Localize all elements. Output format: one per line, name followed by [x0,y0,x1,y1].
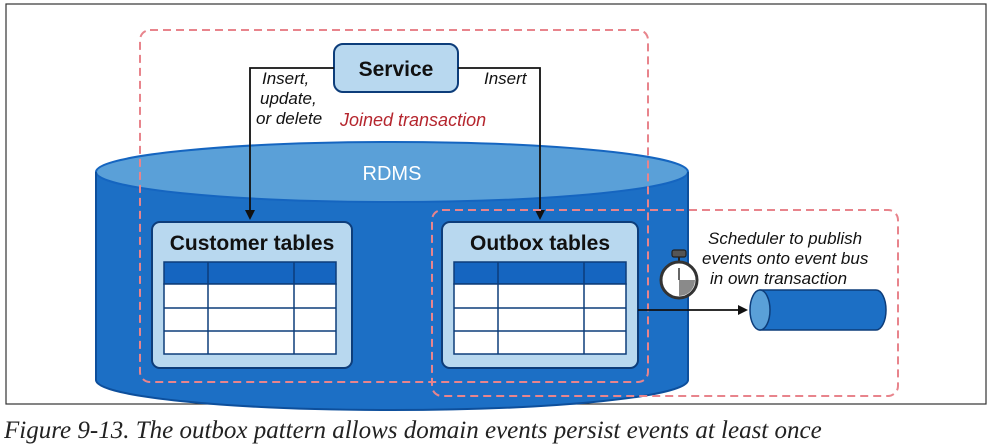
figure-caption: Figure 9-13. The outbox pattern allows d… [4,417,822,444]
arrow-service-to-customer-tables [245,67,334,220]
joined-transaction-label: Joined transaction [339,110,486,130]
insert-label-right: Insert [484,69,528,88]
insert-update-delete-label: Insert, update, or delete [256,69,322,128]
arrow-service-to-outbox-tables [458,67,545,220]
insert-label-line-1: Insert, [262,69,309,88]
stopwatch-icon [659,249,699,300]
scheduler-label-line-2: events onto event bus [702,249,869,268]
scheduler-label-line-1: Scheduler to publish [708,229,862,248]
outbox-tables-label: Outbox tables [470,232,610,255]
joined-transaction-boundary [139,29,649,383]
database-label: RDMS [363,163,422,185]
customer-tables-panel [151,221,353,369]
scheduler-label: Scheduler to publish events onto event b… [702,229,873,288]
outbox-tables-panel [441,221,639,369]
customer-tables-label: Customer tables [170,232,335,255]
service-label: Service [359,58,434,81]
scheduler-transaction-boundary [431,209,899,397]
insert-label-line-3: or delete [256,109,322,128]
scheduler-label-line-3: in own transaction [710,269,847,288]
insert-label-line-2: update, [260,89,317,108]
event-bus-icon [749,289,887,331]
